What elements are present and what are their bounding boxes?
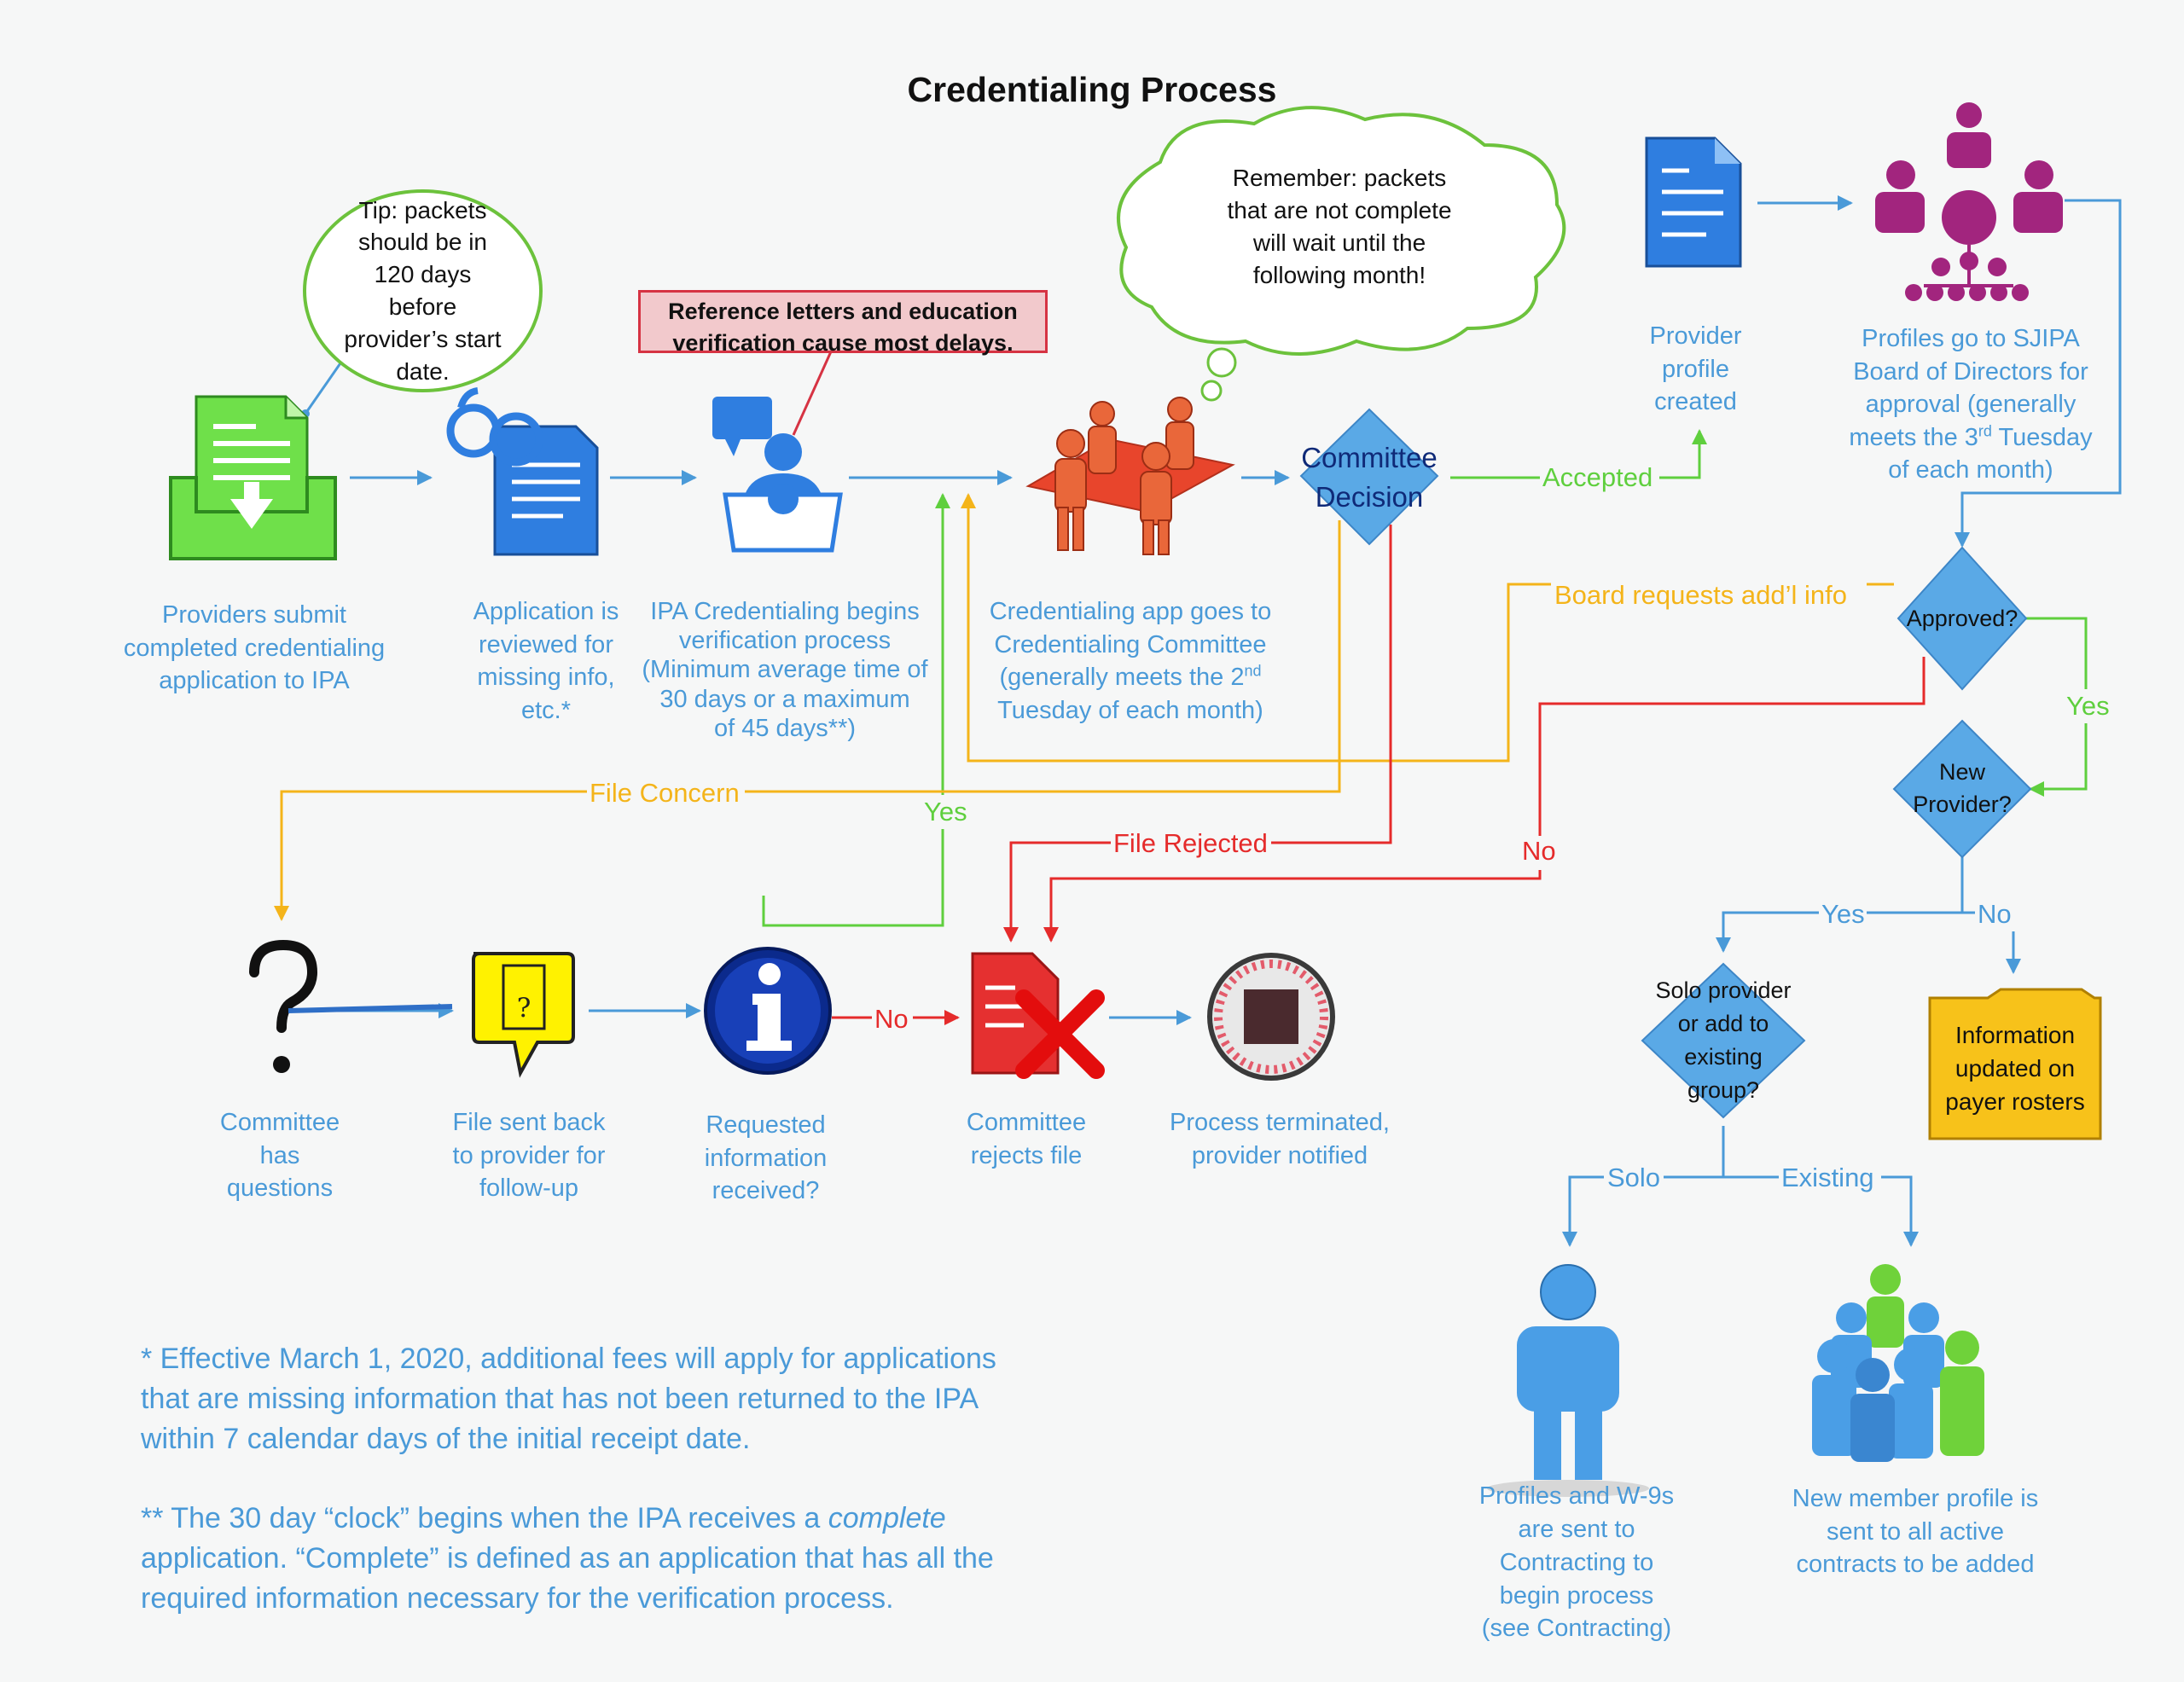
caption-questions: Committee has questions xyxy=(219,1109,340,1203)
roster-label: Information updated on payer rosters xyxy=(1945,1021,2085,1116)
info-icon xyxy=(704,947,832,1075)
delay-warning: Reference letters and education verifica… xyxy=(638,290,1048,356)
thought-cloud xyxy=(1117,106,1566,402)
inbox-document-icon xyxy=(169,395,337,560)
approved-diamond xyxy=(1896,546,2028,691)
page-title: Credentialing Process xyxy=(907,70,1277,109)
edge-labels: Accepted Board requests add’l info File … xyxy=(587,461,2112,1196)
group-people-icon xyxy=(1812,1264,1984,1462)
edge-label-board-requests: Board requests add’l info xyxy=(1554,580,1847,610)
caption-member-sent: New member profile is sent to all active… xyxy=(1792,1485,2039,1579)
rejected-document-icon xyxy=(971,952,1105,1079)
question-bubble-icon: ? xyxy=(472,952,575,1078)
edge-label-no-info: No xyxy=(874,1004,909,1034)
edge-label-no-new: No xyxy=(1978,899,2012,929)
single-person-icon xyxy=(1487,1264,1649,1497)
committee-decision-diamond xyxy=(1299,408,1439,546)
edge-label-yes-info: Yes xyxy=(924,797,967,826)
caption-sent-back: File sent back to provider for follow-up xyxy=(452,1109,606,1203)
caption-review: Application is reviewed for missing info… xyxy=(473,598,619,724)
caption-rejects: Committee rejects file xyxy=(966,1109,1087,1169)
edge-label-yes-new: Yes xyxy=(1821,899,1865,929)
new-provider-label: New Provider? xyxy=(1913,759,2012,817)
caption-committee: Credentialing app goes to Credentialing … xyxy=(989,598,1272,724)
svg-text:?: ? xyxy=(517,993,531,1024)
approved-label: Approved? xyxy=(1906,605,2018,631)
edge-label-file-concern: File Concern xyxy=(590,778,740,808)
caption-profile-created: Provider profile created xyxy=(1649,322,1742,416)
tip-bubble: Tip: packets should be in 120 days befor… xyxy=(303,189,543,392)
solo-or-group-label: Solo provider or add to existing group? xyxy=(1655,977,1792,1104)
new-provider-diamond xyxy=(1892,719,2032,859)
verifier-person-icon xyxy=(712,397,843,553)
caption-solo-contracting: Profiles and W-9s are sent to Contractin… xyxy=(1478,1482,1675,1643)
footnote-clock: ** The 30 day “clock” begins when the IP… xyxy=(141,1502,994,1615)
glasses-document-icon xyxy=(446,387,599,556)
committee-table-icon xyxy=(1025,397,1235,555)
edge-label-existing: Existing xyxy=(1781,1163,1874,1192)
org-chart-icon xyxy=(1875,102,2063,301)
caption-verify: IPA Credentialing begins verification pr… xyxy=(642,598,928,742)
edge-label-solo: Solo xyxy=(1607,1163,1660,1192)
edge-label-no-approved: No xyxy=(1522,836,1556,866)
edge-label-yes-approved: Yes xyxy=(2066,691,2110,721)
edge-label-file-rejected: File Rejected xyxy=(1113,828,1268,858)
stop-icon xyxy=(1207,953,1335,1081)
solo-or-group-diamond xyxy=(1641,962,1806,1119)
roster-folder xyxy=(1928,988,2102,1140)
cloud-note: Remember: packets that are not complete … xyxy=(1227,165,1452,289)
footnote-fees: * Effective March 1, 2020, additional fe… xyxy=(141,1343,996,1455)
caption-terminated: Process terminated, provider notified xyxy=(1170,1109,1390,1169)
caption-board: Profiles go to SJIPA Board of Directors … xyxy=(1849,325,2093,484)
caption-submit: Providers submit completed credentialing… xyxy=(123,601,386,695)
committee-decision-label: Committee Decision xyxy=(1301,441,1438,513)
document-icon xyxy=(1645,136,1742,268)
caption-info-received: Requested information received? xyxy=(704,1111,828,1205)
edge-label-accepted: Accepted xyxy=(1542,462,1653,492)
question-mark-icon xyxy=(249,939,453,1073)
